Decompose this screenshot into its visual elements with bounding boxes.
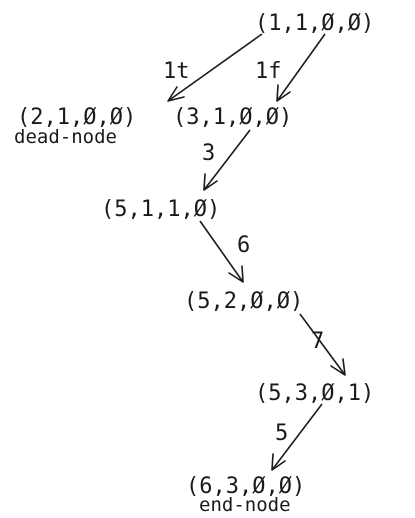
node-n7-label: (6,3,Ø,Ø) [186,474,305,499]
edge-n1-n3 [276,33,326,102]
node-n5-label: (5,2,Ø,Ø) [184,289,303,314]
edge-label-n3-n4: 3 [202,141,215,166]
edge-label-n5-n6: 7 [311,329,324,354]
node-n6-label: (5,3,Ø,1) [255,381,374,406]
node-n2-note: dead-node [14,126,117,148]
node-n7-note: end-node [199,494,291,516]
nodes: (1,1,Ø,Ø) (2,1,Ø,Ø) dead-node (3,1,Ø,Ø) … [14,11,374,516]
node-n2-label: (2,1,Ø,Ø) [17,105,136,130]
node-n3-label: (3,1,Ø,Ø) [173,105,292,130]
node-n4-label: (5,1,1,Ø) [101,197,220,222]
edge-label-n6-n7: 5 [275,421,288,446]
edge-n4-n5 [199,220,244,283]
edges [167,33,346,471]
edge-n3-n4 [203,129,251,191]
edge-labels: 1t 1f 3 6 7 5 [163,59,324,446]
edge-n6-n7 [271,403,323,471]
edge-n1-n2 [167,33,263,102]
edge-n5-n6 [299,313,346,376]
edge-label-n4-n5: 6 [237,233,250,258]
edge-label-n1-n3: 1f [255,59,282,84]
edge-label-n1-n2: 1t [163,59,190,84]
node-n1-label: (1,1,Ø,Ø) [255,11,374,36]
